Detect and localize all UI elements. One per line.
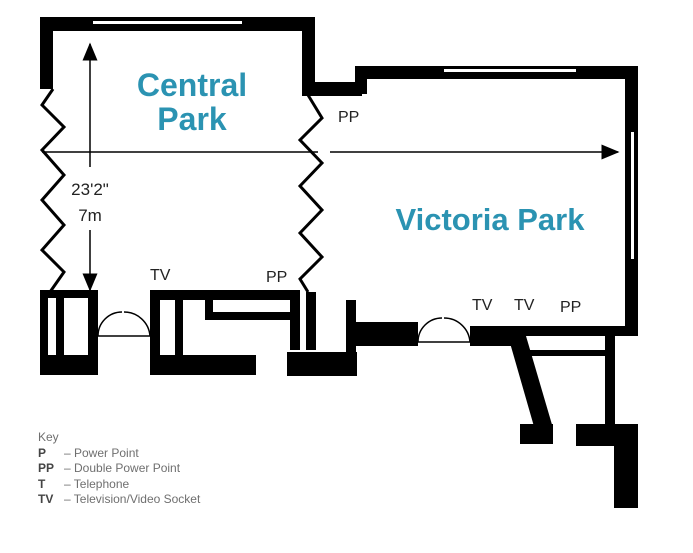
victoria-park-lower-walls	[287, 292, 638, 508]
central-park-label-line1: Central	[137, 67, 247, 103]
legend-title: Key	[38, 430, 59, 444]
legend-code: P	[38, 445, 47, 460]
central-park-label-line2: Park	[157, 101, 227, 137]
socket-pp-top: PP	[338, 109, 359, 126]
socket-tv-victoria-1: TV	[472, 297, 493, 314]
central-park-walls	[40, 17, 315, 95]
legend-desc: – Double Power Point	[64, 461, 181, 475]
central-park-lower-walls	[40, 290, 300, 375]
victoria-park-label: Victoria Park	[396, 202, 586, 237]
victoria-double-door	[417, 317, 471, 343]
dimension-metric: 7m	[78, 206, 102, 225]
victoria-park-walls	[302, 66, 638, 336]
partition-zigzags	[39, 88, 325, 293]
dimension-arrows	[42, 42, 620, 292]
legend-desc: – Telephone	[64, 476, 130, 491]
central-double-door	[97, 311, 151, 337]
legend-desc: – Television/Video Socket	[64, 492, 201, 506]
dimension-imperial: 23'2"	[71, 180, 109, 199]
legend-key: Key P – Power Point PP – Double Power Po…	[38, 430, 200, 508]
socket-tv-central: TV	[150, 267, 171, 284]
socket-tv-victoria-2: TV	[514, 297, 535, 314]
legend-code: T	[38, 476, 46, 491]
socket-pp-central: PP	[266, 269, 287, 286]
legend-desc: – Power Point	[64, 445, 139, 460]
legend-code: TV	[38, 492, 54, 506]
legend-row: T – Telephone	[38, 477, 200, 493]
legend-code: PP	[38, 461, 55, 475]
legend-row: TV – Television/Video Socket	[38, 492, 200, 508]
legend-row: P – Power Point	[38, 446, 200, 462]
legend-row: PP – Double Power Point	[38, 461, 200, 477]
socket-pp-victoria: PP	[560, 299, 581, 316]
